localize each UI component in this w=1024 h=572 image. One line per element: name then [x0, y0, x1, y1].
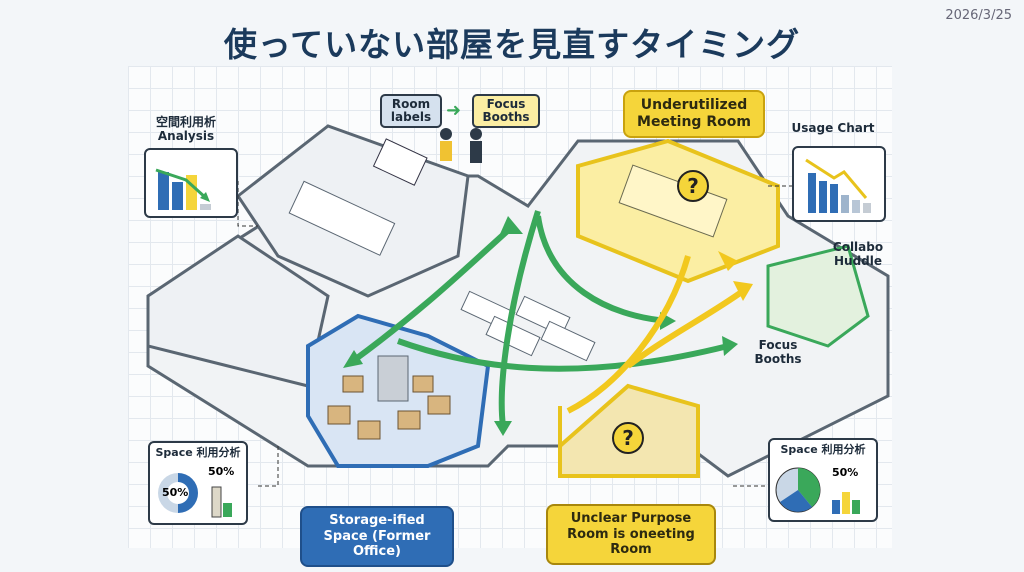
bar-chart-icon	[155, 168, 211, 210]
collabo-huddle-label: Collabo Huddle	[832, 240, 884, 268]
whiteboard-chart	[372, 138, 428, 186]
floor-plan-illustration: ? ?	[128, 66, 892, 567]
question-icon: ?	[687, 174, 699, 198]
space-analysis-title: Space 利用分析	[780, 443, 866, 456]
people-icon	[440, 128, 482, 163]
center-desks	[460, 290, 596, 362]
analysis-label: 空間利用析 Analysis	[136, 115, 236, 144]
pie-percent: 50%	[832, 466, 859, 479]
date: 2026/3/25	[945, 8, 1012, 23]
space-analysis-card-right: Space 利用分析 50%	[768, 438, 878, 522]
boxes	[327, 375, 451, 440]
space-analysis-title: Space 利用分析	[155, 446, 241, 459]
analysis-label-en: Analysis	[157, 128, 215, 143]
room-labels-tag: Room labels	[380, 94, 442, 129]
pie-chart-icon	[775, 467, 860, 514]
arrowheads-green	[343, 216, 738, 436]
question-icon: ?	[622, 426, 634, 450]
floor-plan-scene: ? ?	[146, 124, 890, 487]
focus-booths-tag: Focus Booths	[472, 94, 540, 129]
declining-chart-icon	[805, 158, 871, 213]
space-analysis-card-left: Space 利用分析 50% 50%	[148, 441, 248, 525]
conference-table	[288, 180, 396, 256]
usage-chart-card	[792, 146, 886, 222]
analysis-chart-card	[144, 148, 238, 218]
focus-booths-label: Focus Booths	[754, 338, 802, 366]
unclear-room-callout: Unclear Purpose Room is oneeting Room	[546, 504, 716, 565]
underutilized-callout: Underutilized Meeting Room	[623, 90, 765, 138]
flow-arrows-green	[351, 210, 729, 427]
donut-percent: 50%	[162, 486, 189, 499]
filing-cabinet	[377, 355, 409, 402]
storage-callout: Storage-ified Space (Former Office)	[300, 506, 454, 567]
analysis-label-jp: 空間利用析	[155, 115, 216, 129]
flow-arrows-yellow	[566, 255, 745, 414]
page-title: 使っていない部屋を見直すタイミング	[223, 25, 801, 64]
donut-chart-icon	[158, 473, 232, 518]
arrow-right-icon: ➜	[446, 100, 462, 121]
usage-chart-label: Usage Chart	[791, 121, 875, 135]
bar-percent: 50%	[208, 465, 235, 478]
focus-booth	[766, 244, 870, 348]
